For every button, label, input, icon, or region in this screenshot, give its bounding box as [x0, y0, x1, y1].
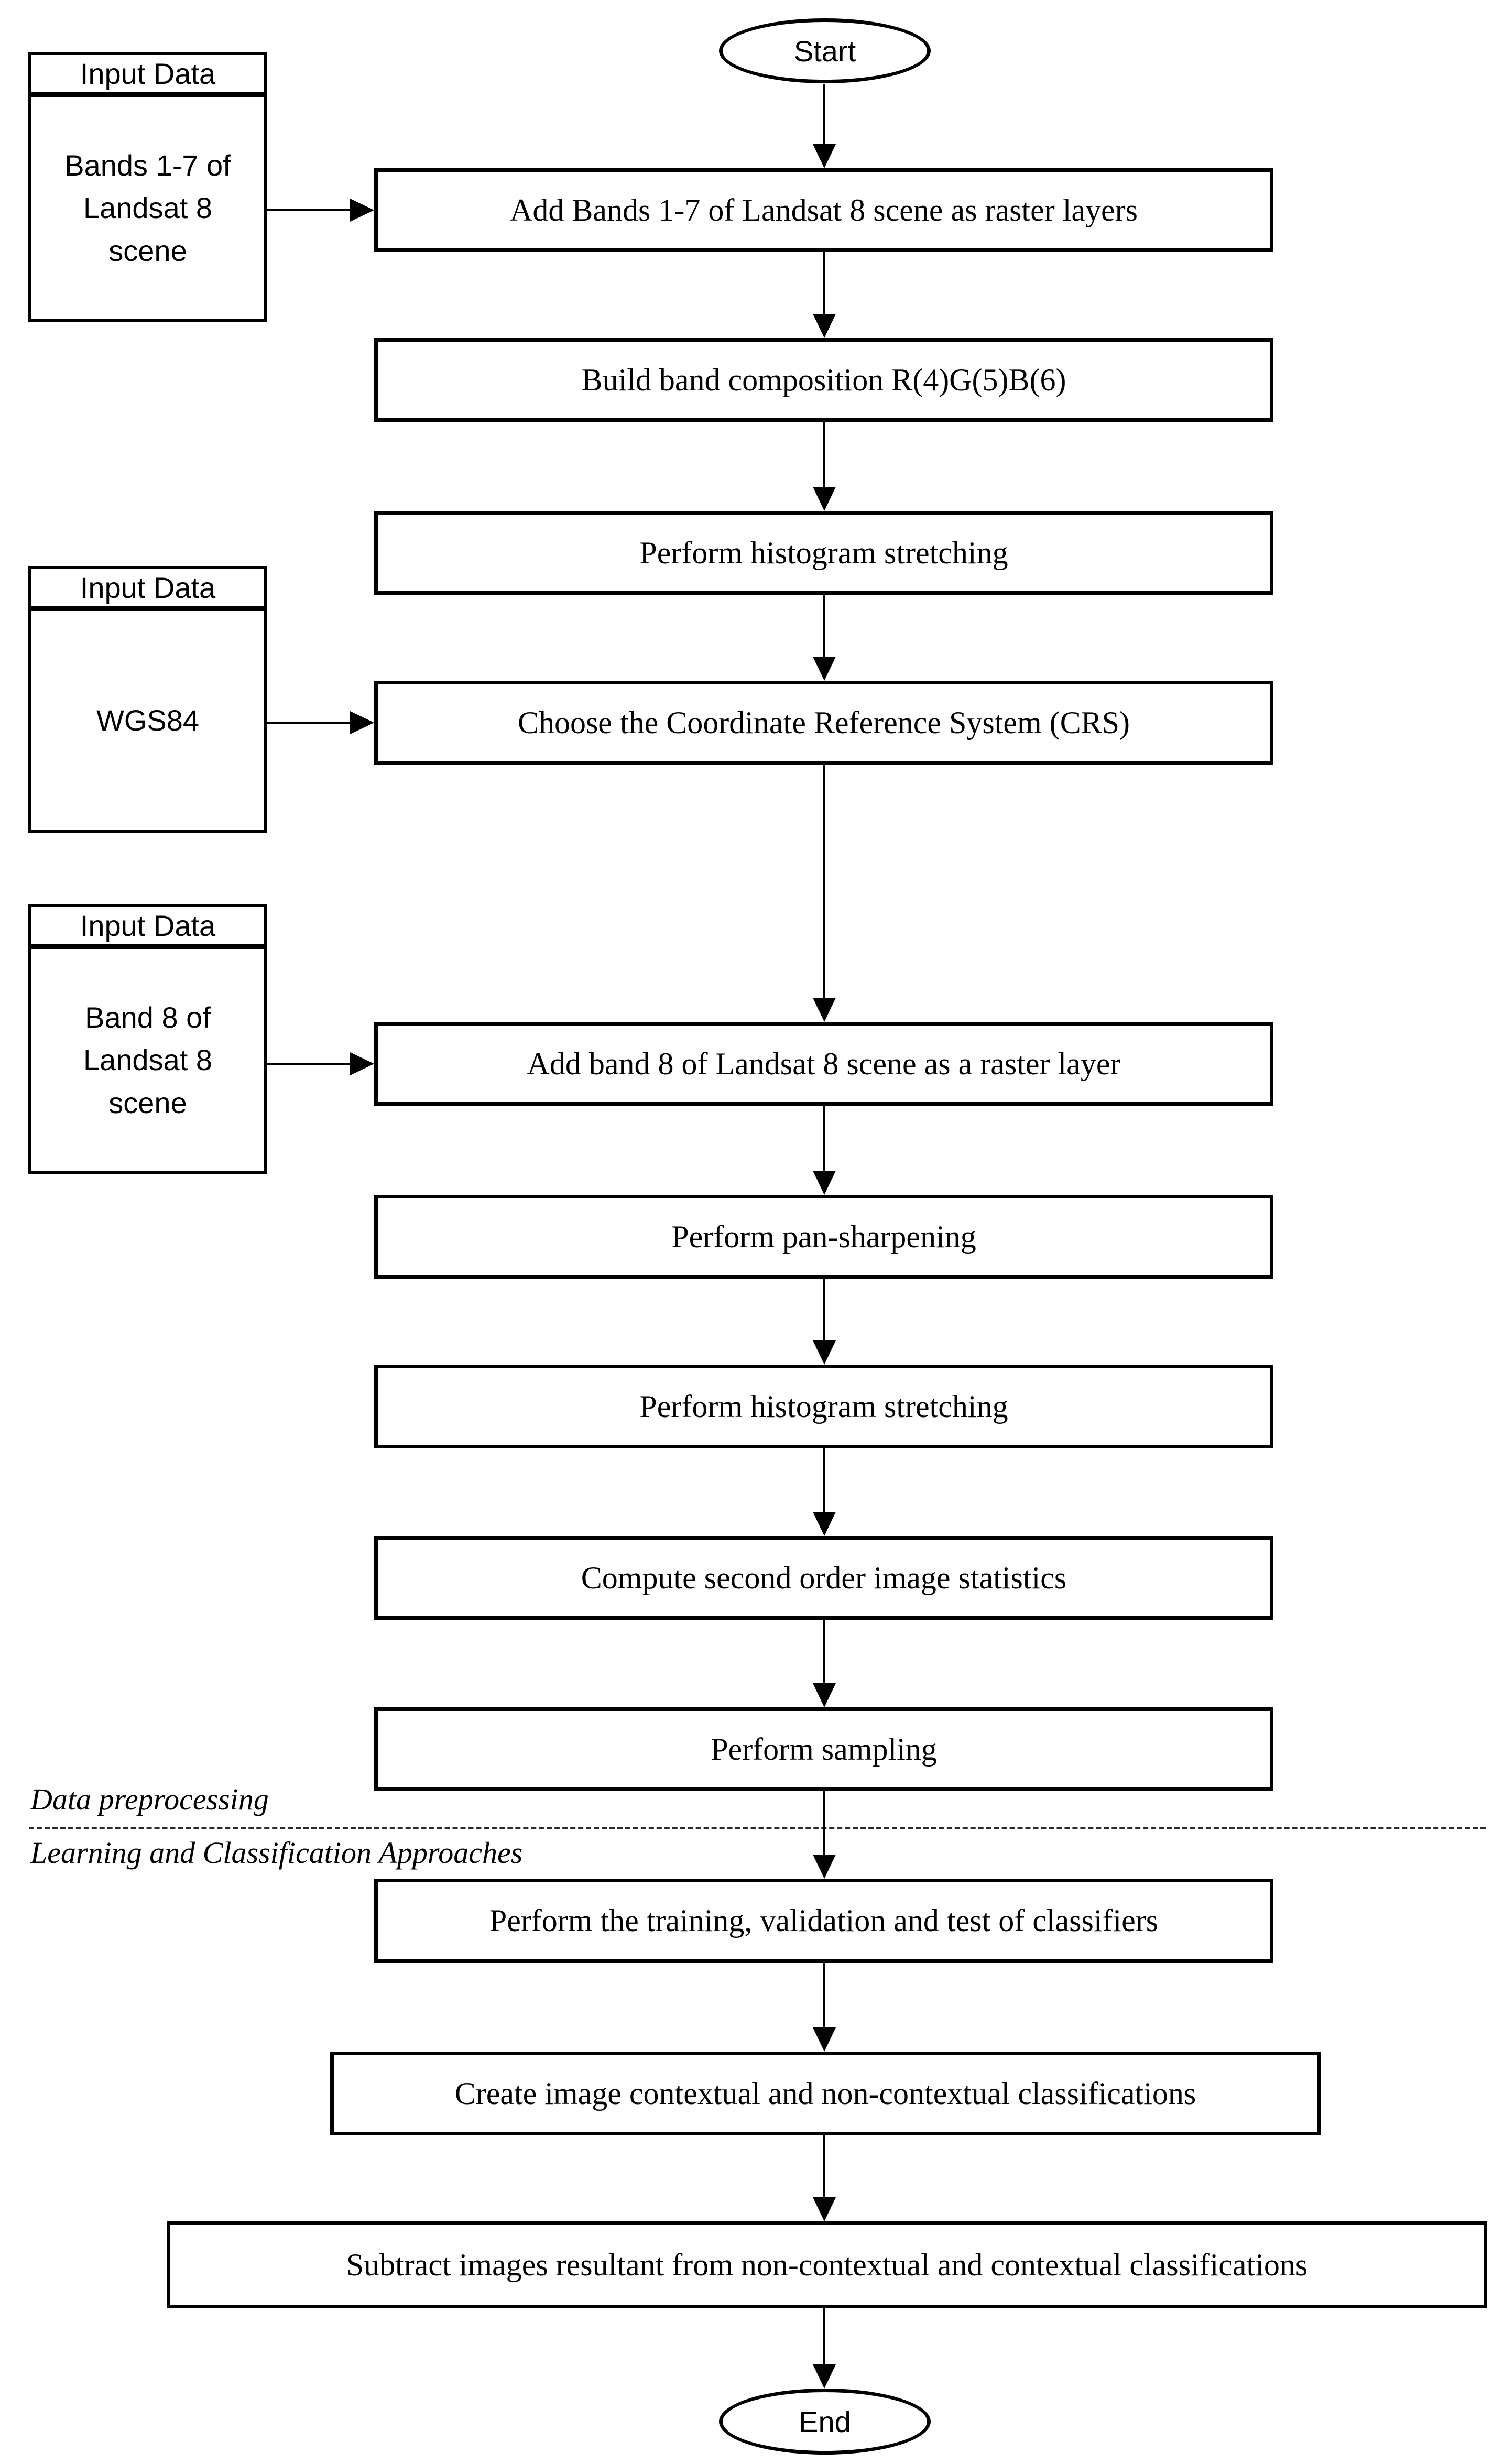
input-data-header: Input Data: [31, 907, 264, 949]
arrow-line: [267, 1063, 351, 1065]
arrow-head-icon: [813, 314, 836, 338]
step-label: Perform the training, validation and tes…: [489, 1903, 1159, 1938]
step-label: Perform histogram stretching: [639, 536, 1008, 570]
arrow-head-icon: [813, 144, 836, 168]
input-data-line: Landsat 8: [83, 1043, 212, 1077]
step-choose-crs: Choose the Coordinate Reference System (…: [374, 681, 1273, 765]
arrow-line: [823, 1963, 825, 2029]
arrow-head-icon: [350, 1052, 374, 1075]
step-training-validation-test: Perform the training, validation and tes…: [374, 1879, 1273, 1963]
arrow-add-bands-to-build: [813, 252, 836, 338]
arrow-head-icon: [813, 1512, 836, 1536]
arrow-line: [823, 422, 825, 488]
arrow-input3-to-add-band8: [267, 1052, 374, 1075]
arrow-create-to-subtract: [813, 2135, 836, 2221]
arrow-input2-to-crs: [267, 711, 374, 734]
input-data-header: Input Data: [31, 55, 264, 97]
input-data-header: Input Data: [31, 569, 264, 611]
input-data-line: WGS84: [96, 704, 200, 737]
arrow-head-icon: [813, 2027, 836, 2052]
arrow-line: [823, 1791, 825, 1856]
arrow-line: [823, 252, 825, 315]
section-label-data-preprocessing: Data preprocessing: [30, 1782, 269, 1816]
arrow-training-to-create: [813, 1963, 836, 2052]
step-label: Add Bands 1-7 of Landsat 8 scene as rast…: [510, 193, 1138, 227]
terminal-start: Start: [719, 18, 931, 83]
step-label: Choose the Coordinate Reference System (…: [517, 705, 1130, 740]
arrow-start-to-add-bands: [813, 84, 836, 168]
input-data-line: scene: [108, 1086, 187, 1119]
terminal-end-label: End: [799, 2405, 851, 2438]
step-perform-sampling: Perform sampling: [374, 1707, 1273, 1791]
arrow-line: [267, 722, 351, 724]
arrow-head-icon: [813, 998, 836, 1022]
arrow-head-icon: [813, 487, 836, 511]
input-data-line: Band 8 of: [85, 1001, 211, 1034]
arrow-line: [823, 1448, 825, 1513]
step-label: Add band 8 of Landsat 8 scene as a raste…: [527, 1046, 1121, 1081]
arrow-line: [823, 765, 825, 999]
arrow-head-icon: [350, 711, 374, 734]
step-label: Compute second order image statistics: [581, 1561, 1067, 1595]
section-label-learning-classification: Learning and Classification Approaches: [30, 1836, 523, 1870]
step-second-order-statistics: Compute second order image statistics: [374, 1536, 1273, 1620]
arrow-add-band8-to-pansharp: [813, 1106, 836, 1195]
arrow-line: [823, 1279, 825, 1342]
step-label: Subtract images resultant from non-conte…: [346, 2248, 1308, 2282]
arrow-line: [823, 2135, 825, 2198]
input-data-line: Landsat 8: [83, 191, 212, 225]
arrow-sampling-to-training: [813, 1791, 836, 1879]
step-build-band-composition: Build band composition R(4)G(5)B(6): [374, 338, 1273, 422]
section-divider-dashed-line: [29, 1827, 1486, 1829]
arrow-head-icon: [813, 2364, 836, 2389]
input-data-line: Bands 1-7 of: [64, 149, 231, 182]
arrow-line: [267, 209, 351, 211]
arrow-statistics-to-sampling: [813, 1620, 836, 1707]
step-label: Build band composition R(4)G(5)B(6): [581, 363, 1066, 397]
arrow-pansharp-to-histogram2: [813, 1279, 836, 1365]
step-histogram-stretching-1: Perform histogram stretching: [374, 511, 1273, 595]
step-label: Perform pan-sharpening: [671, 1219, 976, 1254]
arrow-build-to-histogram1: [813, 422, 836, 511]
arrow-head-icon: [813, 2197, 836, 2221]
input-data-box-bands1-7: Input Data Bands 1-7 of Landsat 8 scene: [28, 52, 267, 322]
arrow-head-icon: [813, 1855, 836, 1879]
input-data-body: Bands 1-7 of Landsat 8 scene: [31, 97, 264, 319]
arrow-head-icon: [350, 199, 374, 222]
input-data-box-wgs84: Input Data WGS84: [28, 566, 267, 833]
arrow-input1-to-add-bands: [267, 199, 374, 222]
arrow-line: [823, 84, 825, 145]
arrow-subtract-to-end: [813, 2308, 836, 2389]
step-subtract-images: Subtract images resultant from non-conte…: [167, 2221, 1487, 2308]
arrow-head-icon: [813, 1340, 836, 1365]
arrow-head-icon: [813, 657, 836, 681]
step-add-band-8: Add band 8 of Landsat 8 scene as a raste…: [374, 1022, 1273, 1106]
arrow-histogram2-to-statistics: [813, 1448, 836, 1536]
step-label: Create image contextual and non-contextu…: [454, 2076, 1196, 2111]
arrow-line: [823, 1620, 825, 1684]
step-label: Perform histogram stretching: [639, 1389, 1008, 1424]
arrow-line: [823, 2308, 825, 2365]
input-data-line: scene: [108, 234, 187, 267]
input-data-body: WGS84: [31, 611, 264, 830]
arrow-line: [823, 1106, 825, 1172]
terminal-end: End: [719, 2389, 931, 2455]
arrow-line: [823, 595, 825, 658]
terminal-start-label: Start: [793, 34, 856, 68]
arrow-head-icon: [813, 1683, 836, 1707]
step-pan-sharpening: Perform pan-sharpening: [374, 1195, 1273, 1279]
arrow-crs-to-add-band8: [813, 765, 836, 1022]
input-data-body: Band 8 of Landsat 8 scene: [31, 949, 264, 1171]
arrow-head-icon: [813, 1171, 836, 1195]
step-create-classifications: Create image contextual and non-contextu…: [330, 2052, 1321, 2135]
arrow-histogram1-to-crs: [813, 595, 836, 681]
input-data-box-band8: Input Data Band 8 of Landsat 8 scene: [28, 904, 267, 1174]
step-label: Perform sampling: [711, 1732, 937, 1767]
step-histogram-stretching-2: Perform histogram stretching: [374, 1365, 1273, 1448]
step-add-bands-1-7: Add Bands 1-7 of Landsat 8 scene as rast…: [374, 168, 1273, 252]
